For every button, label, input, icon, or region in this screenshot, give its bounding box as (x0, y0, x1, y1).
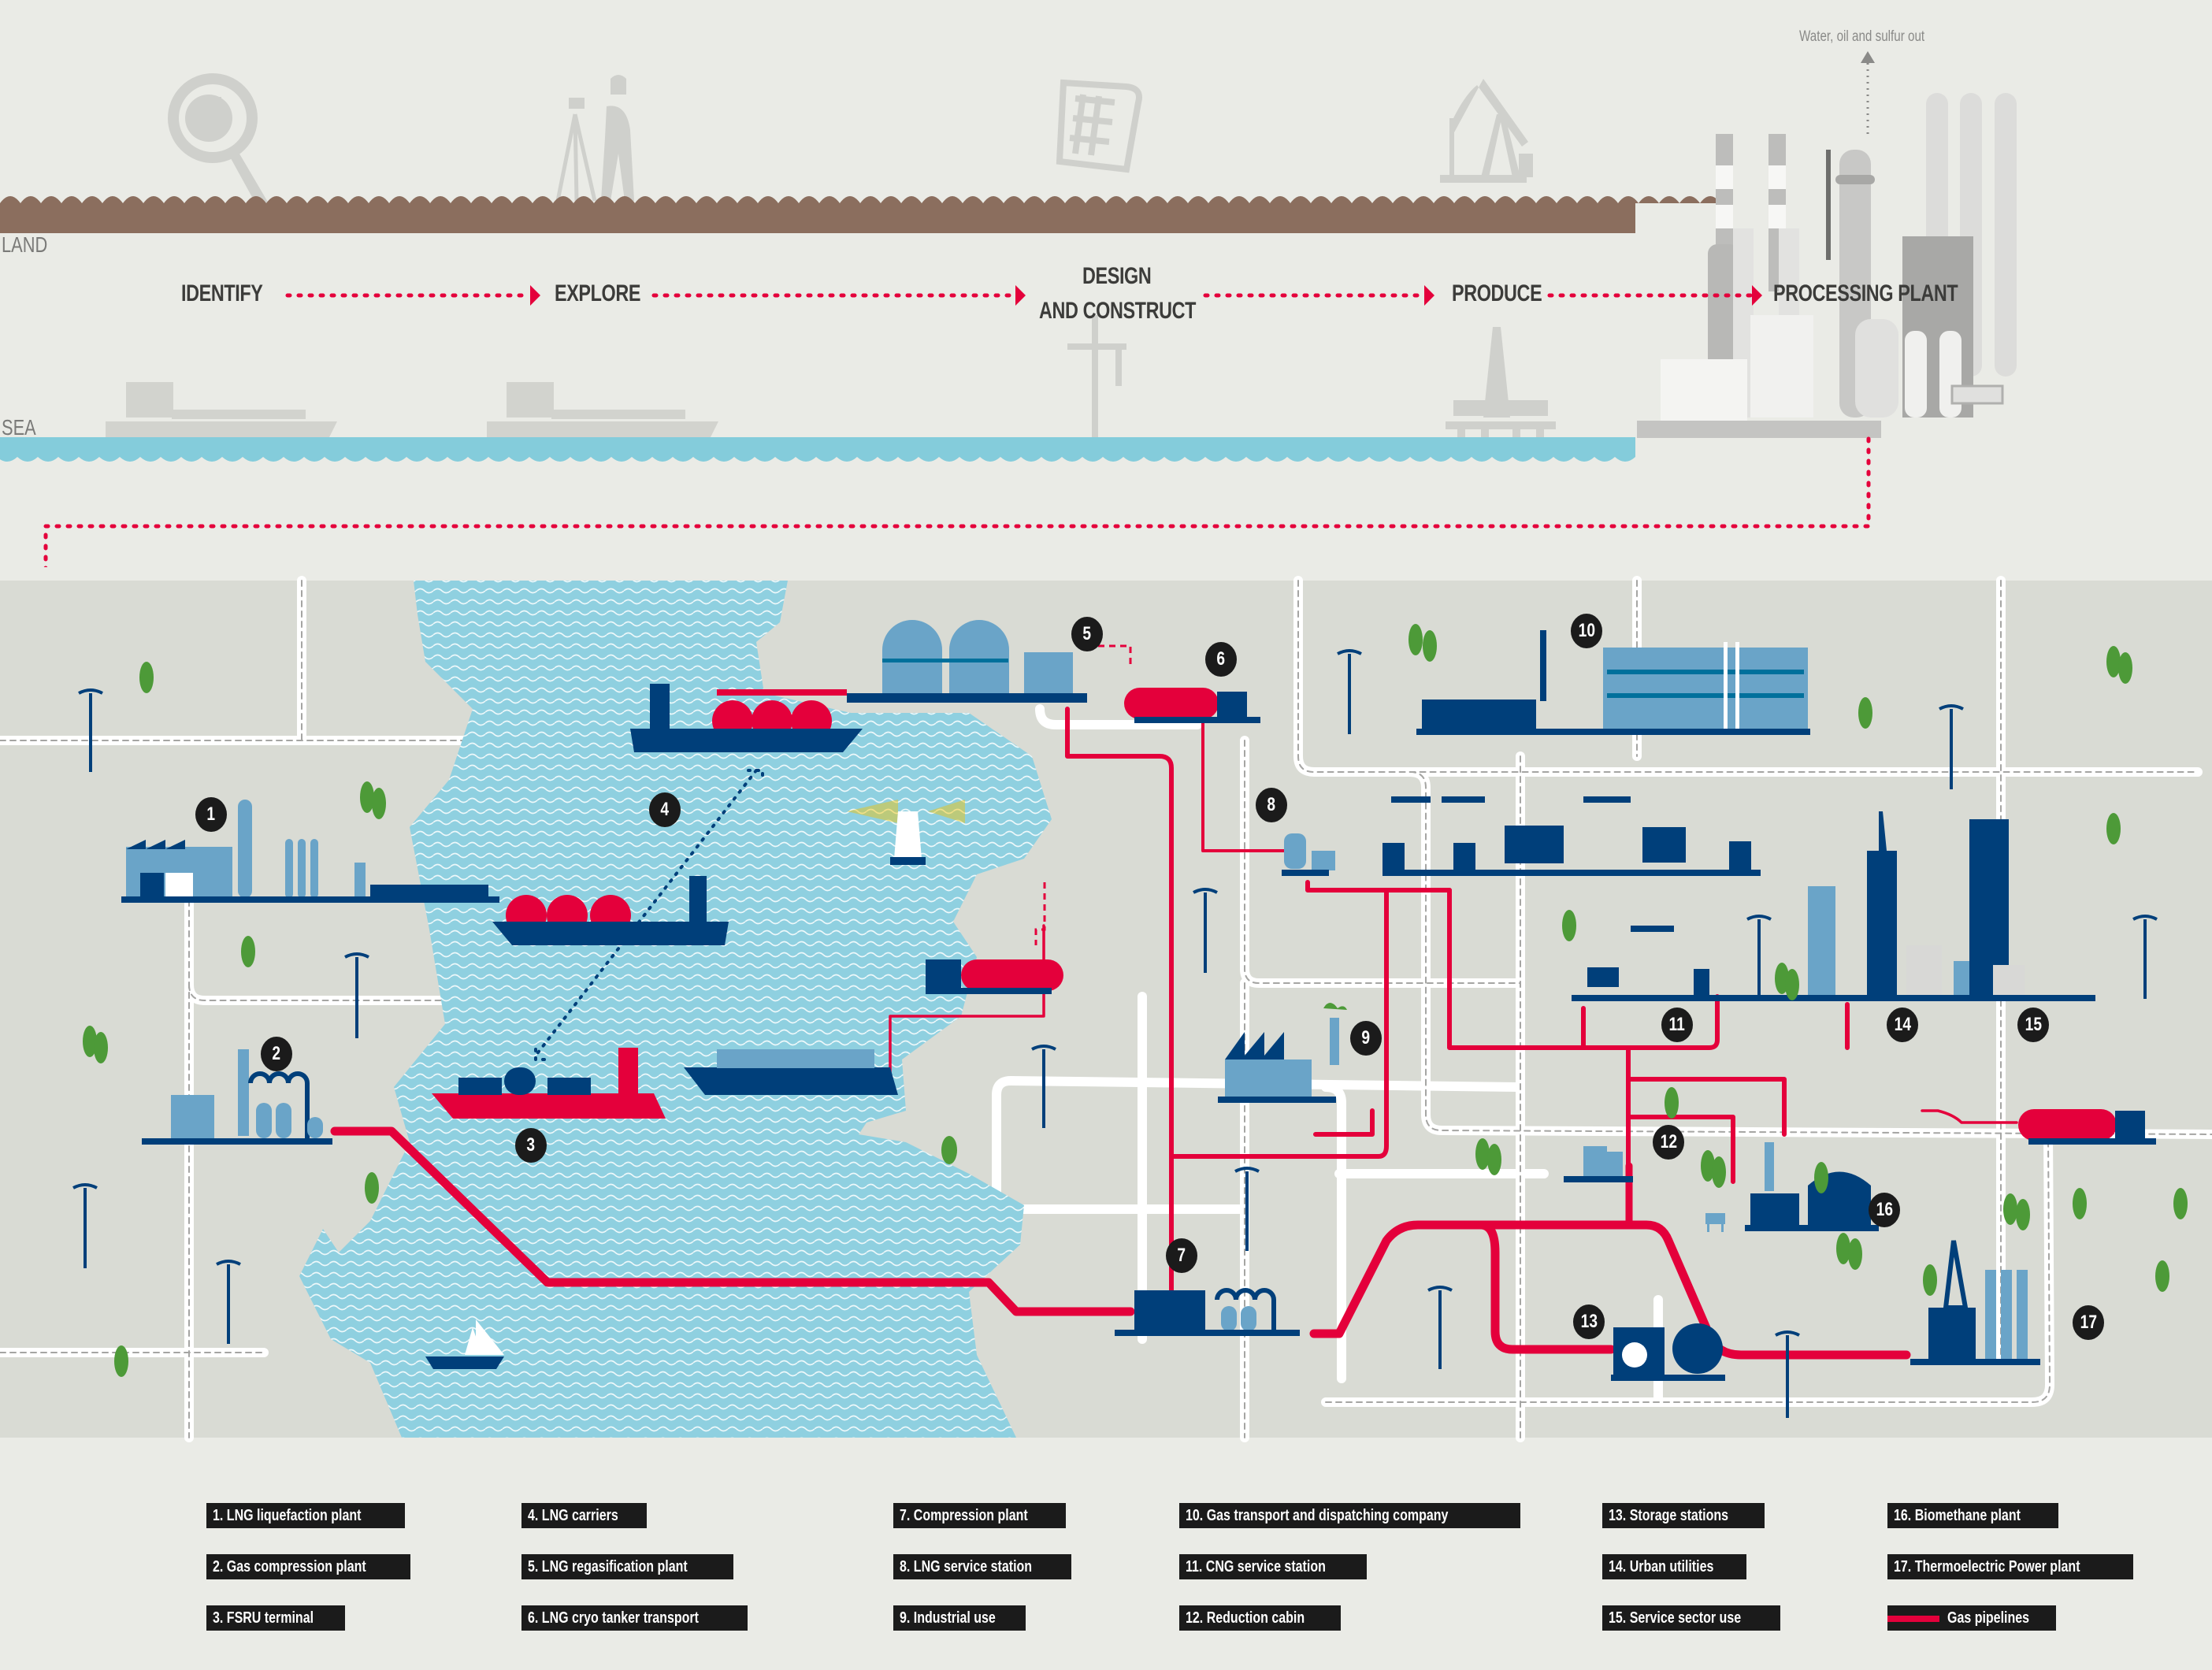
legend-item-6: 6. LNG cryo tanker transport (521, 1605, 748, 1631)
lng-service-station-icon (1282, 796, 1761, 876)
marker-8[interactable]: 8 (1256, 788, 1287, 822)
legend-item-15: 15. Service sector use (1602, 1605, 1781, 1631)
legend-item-9: 9. Industrial use (893, 1605, 1026, 1631)
gas-compression-plant-icon (142, 1049, 332, 1145)
cow-icon (1705, 1213, 1725, 1232)
marker-3[interactable]: 3 (515, 1128, 547, 1163)
sea-strip (0, 437, 1635, 462)
lng-tanker-truck-right-icon (2018, 1109, 2156, 1145)
process-flow-arrows (285, 285, 1762, 306)
thermoelectric-power-plant-icon (1910, 1240, 2040, 1365)
legend-item-17: 17. Thermoelectric Power plant (1887, 1554, 2133, 1579)
refinery-icon (1637, 93, 2017, 438)
lng-liquefaction-plant-icon (121, 800, 499, 903)
legend-item-8: 8. LNG service station (893, 1554, 1072, 1579)
survey-ship-icon (106, 382, 337, 437)
industrial-use-icon (1218, 1003, 1347, 1103)
marker-16[interactable]: 16 (1869, 1193, 1900, 1227)
compression-plant-icon (1115, 1288, 1300, 1336)
land-strip (0, 196, 1720, 233)
reduction-cabin-icon (1564, 1146, 1633, 1182)
legend-item-2: 2. Gas compression plant (206, 1554, 411, 1579)
marker-17[interactable]: 17 (2073, 1305, 2104, 1340)
urban-district-icon (1572, 811, 2095, 1001)
processing-to-network-connector (43, 436, 1871, 567)
processing-output-note: Water, oil and sulfur out (1799, 28, 1925, 45)
marker-7[interactable]: 7 (1166, 1238, 1197, 1273)
legend-item-12: 12. Reduction cabin (1179, 1605, 1341, 1631)
legend-item-11: 11. CNG service station (1179, 1554, 1368, 1579)
stage-explore: EXPLORE (555, 280, 641, 306)
blueprint-icon (1056, 79, 1142, 173)
trees (83, 624, 2188, 1377)
magnifier-globe-icon (168, 73, 272, 214)
stage-identify: IDENTIFY (181, 280, 263, 306)
marker-11[interactable]: 11 (1661, 1008, 1693, 1042)
river (299, 581, 1052, 1438)
marker-15[interactable]: 15 (2017, 1008, 2049, 1042)
storage-station-icon (1611, 1323, 1725, 1381)
lng-carrier-upper-icon (630, 684, 863, 752)
legend-item-5: 5. LNG regasification plant (521, 1554, 734, 1579)
legend-item-4: 4. LNG carriers (521, 1503, 648, 1528)
marker-1[interactable]: 1 (195, 797, 227, 832)
gas-dispatching-company-icon (1416, 630, 1810, 735)
marker-6[interactable]: 6 (1205, 642, 1237, 677)
marker-5[interactable]: 5 (1071, 617, 1103, 651)
legend-item-16: 16. Biomethane plant (1887, 1503, 2059, 1528)
stage-processing-plant: PROCESSING PLANT (1773, 280, 1958, 306)
marker-9[interactable]: 9 (1350, 1021, 1382, 1056)
legend-item-10: 10. Gas transport and dispatching compan… (1179, 1503, 1520, 1528)
fsru-terminal-icon (432, 1048, 666, 1119)
lng-carrier-lower-icon (492, 876, 729, 945)
lighthouse-icon (847, 800, 965, 865)
biomethane-plant-icon (1745, 1142, 1879, 1231)
lng-cryo-tanker-icon (1124, 688, 1260, 723)
land-zone-label: LAND (2, 232, 48, 257)
legend-item-14: 14. Urban utilities (1602, 1554, 1746, 1579)
lng-transfer-lines (1034, 644, 1132, 945)
crane-icon (1067, 315, 1126, 437)
value-chain-graphic (0, 51, 2017, 567)
offshore-platform-icon (1446, 327, 1556, 451)
stage-design-line2: AND CONSTRUCT (1039, 298, 1197, 324)
roads (0, 576, 2212, 1442)
pumpjack-icon (1440, 79, 1533, 183)
exploration-ship-icon (487, 382, 718, 437)
legend-item-3: 3. FSRU terminal (206, 1605, 346, 1631)
output-arrow-icon (1861, 51, 1875, 138)
marker-13[interactable]: 13 (1573, 1304, 1605, 1339)
street-lamps (72, 649, 2158, 1418)
pipeline-swatch-icon (1887, 1615, 1939, 1622)
regas-vessel-icon (684, 1049, 898, 1095)
surveyor-theodolite-icon (210, 75, 634, 202)
legend-item-13: 13. Storage stations (1602, 1503, 1765, 1528)
legend-item-1: 1. LNG liquefaction plant (206, 1503, 405, 1528)
lng-regasification-plant-icon (847, 620, 1087, 703)
legend-item-pipelines: Gas pipelines (1887, 1605, 2057, 1631)
marker-4[interactable]: 4 (649, 792, 681, 827)
sea-zone-label: SEA (2, 415, 36, 440)
marker-14[interactable]: 14 (1887, 1008, 1918, 1042)
stage-design-line1: DESIGN (1082, 263, 1152, 289)
marker-10[interactable]: 10 (1571, 614, 1602, 648)
lng-tanker-truck-left-icon (926, 959, 1063, 994)
marker-12[interactable]: 12 (1653, 1125, 1684, 1160)
legend-item-7: 7. Compression plant (893, 1503, 1067, 1528)
sailboat-icon (425, 1319, 504, 1369)
marker-2[interactable]: 2 (261, 1037, 292, 1071)
map-ground (0, 581, 2212, 1438)
stage-produce: PRODUCE (1452, 280, 1542, 306)
